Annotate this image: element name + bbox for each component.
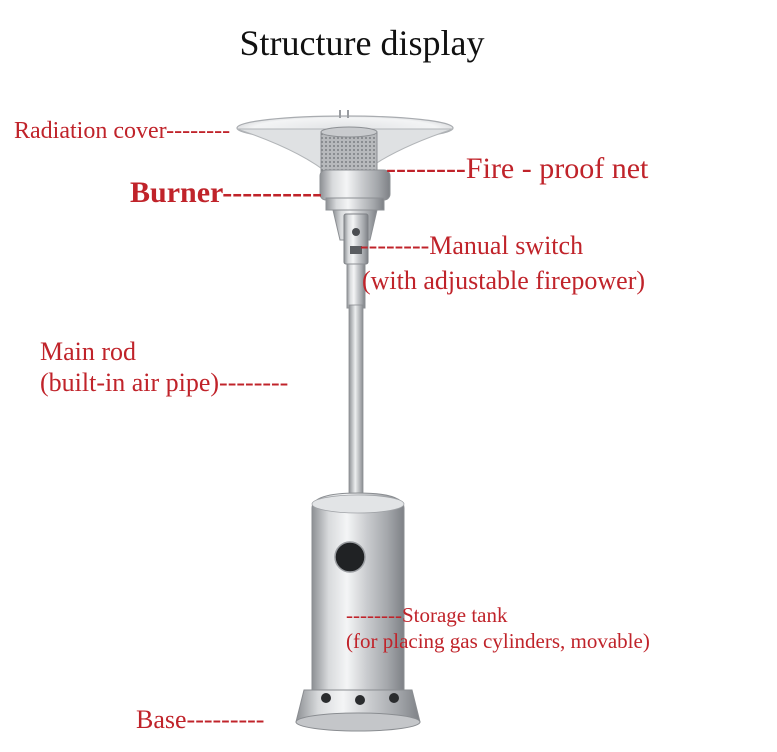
label-manual-switch-detail: (with adjustable firepower) [362, 266, 646, 295]
label-radiation-cover: Radiation cover-------- [14, 118, 231, 144]
label-main-rod-detail: (built-in air pipe)-------- [40, 368, 289, 397]
label-main-rod: Main rod [40, 337, 137, 366]
label-manual-switch: --------Manual switch [360, 231, 584, 260]
manual-switch-part [343, 213, 369, 309]
label-base: Base--------- [136, 705, 265, 734]
storage-tank-part [311, 492, 405, 691]
label-storage-tank-detail: (for placing gas cylinders, movable) [346, 629, 650, 653]
main-rod-part [348, 304, 364, 502]
label-fire-proof-net: --------Fire - proof net [386, 152, 649, 185]
fire-proof-net-part [320, 126, 378, 173]
label-storage-tank: --------Storage tank [346, 603, 508, 627]
diagram-title: Structure display [239, 23, 485, 63]
label-burner: Burner---------- [130, 176, 323, 209]
base-part [295, 689, 421, 732]
